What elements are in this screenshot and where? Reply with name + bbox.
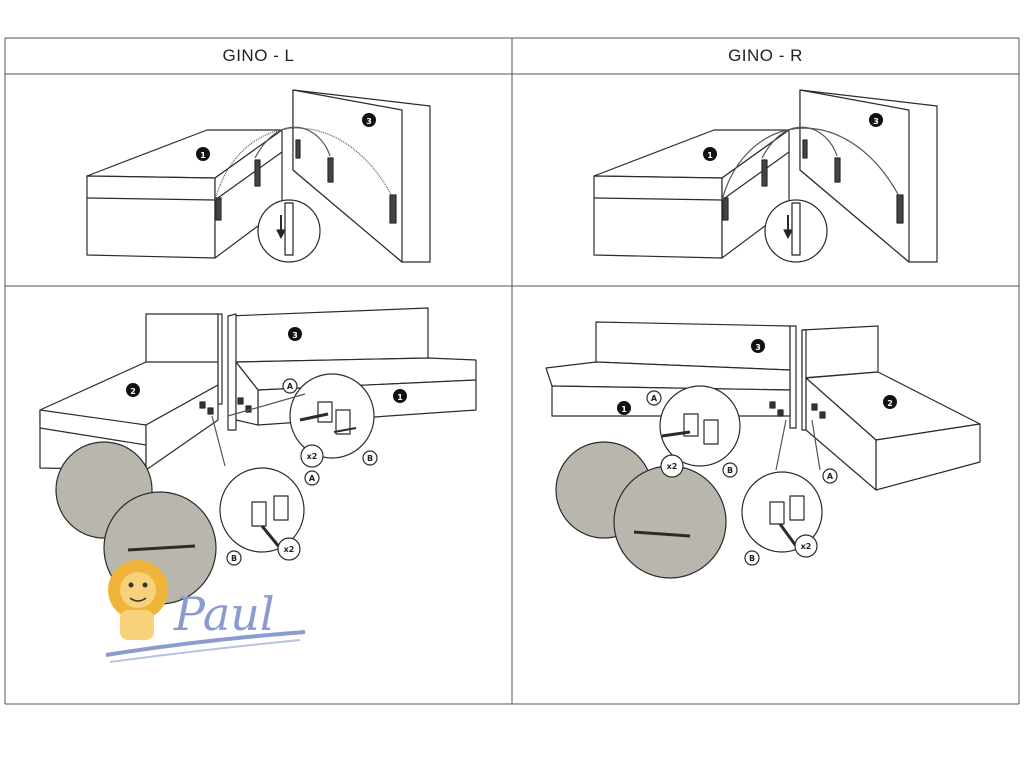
- bl-step-2: 2: [130, 387, 136, 396]
- br-multiplier-1: x2: [801, 542, 812, 551]
- bl-step-1: 1: [397, 393, 403, 402]
- bottom-left-illustration: [39, 307, 477, 605]
- top-left-illustration: [86, 89, 431, 263]
- bl-step-3: 3: [292, 331, 298, 340]
- br-step-1: 1: [621, 405, 627, 414]
- br-callout-a2: A: [827, 472, 834, 481]
- header-right-title: GINO - R: [728, 46, 803, 65]
- bl-multiplier-1: x2: [284, 545, 295, 554]
- header-left-title: GINO - L: [222, 46, 295, 65]
- bl-callout-b1: B: [367, 454, 373, 463]
- logo-swoosh: [105, 630, 306, 657]
- header-gino-l: GINO - L: [5, 38, 512, 74]
- motion-arc-1: [214, 127, 393, 201]
- br-multiplier-2: x2: [667, 462, 678, 471]
- page-grid: [4, 37, 1020, 705]
- bl-multiplier-2: x2: [307, 452, 318, 461]
- step-label-1: 1: [200, 151, 206, 160]
- bracket-1: [254, 159, 261, 187]
- down-arrow-icon-r: [783, 229, 793, 239]
- step-label-3-r: 3: [873, 117, 879, 126]
- top-right-illustration: [593, 89, 938, 263]
- paul-logo: [105, 560, 306, 663]
- br-callout-a1: A: [651, 394, 658, 403]
- br-step-2: 2: [887, 399, 893, 408]
- down-arrow-icon: [276, 229, 286, 239]
- bracket-4: [389, 194, 397, 224]
- header-gino-r: GINO - R: [512, 38, 1019, 74]
- logo-text: Paul: [173, 587, 275, 641]
- br-step-3: 3: [755, 343, 761, 352]
- bracket-2: [215, 197, 222, 221]
- step-marker-3: [362, 113, 376, 127]
- step-marker-1: [196, 147, 210, 161]
- backrest-face: [292, 89, 403, 263]
- bed-front: [86, 175, 216, 259]
- step-label-1-r: 1: [707, 151, 713, 160]
- bl-callout-b2: B: [231, 554, 237, 563]
- bl-callout-a2: A: [309, 474, 316, 483]
- bl-callout-a1: A: [287, 382, 294, 391]
- step-label-3: 3: [366, 117, 372, 126]
- bracket-3: [327, 157, 334, 183]
- motion-arc-2: [254, 126, 331, 159]
- br-callout-b2: B: [749, 554, 755, 563]
- bottom-right-illustration: [545, 321, 981, 579]
- br-callout-b1: B: [727, 466, 733, 475]
